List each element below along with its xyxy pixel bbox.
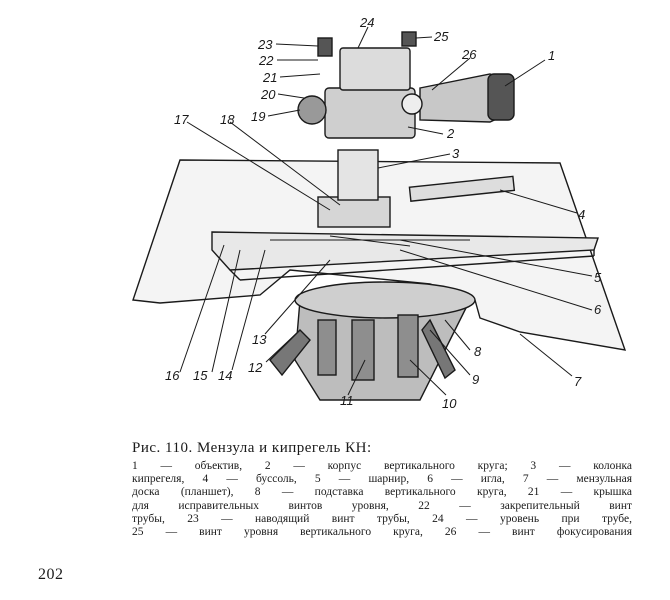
ruler [211, 231, 599, 271]
column [337, 149, 379, 201]
legend-line: доска (планшет), 8 — подставка вертикаль… [132, 486, 632, 499]
legend-line: трубы, 23 — наводящий винт трубы, 24 — у… [132, 512, 632, 525]
figure-label-25: 25 [433, 29, 449, 44]
figure-label-26: 26 [461, 47, 477, 62]
legend-line: для исправительных винтов уровня, 22 — з… [132, 499, 632, 512]
figure-label-17: 17 [174, 112, 189, 127]
figure-label-18: 18 [220, 112, 235, 127]
figure-caption-title: Рис. 110. Мензула и кипрегель КН: [132, 440, 372, 456]
figure-label-20: 20 [260, 87, 276, 102]
figure-label-8: 8 [474, 344, 482, 359]
figure-label-19: 19 [251, 109, 265, 124]
telescope-housing [324, 87, 416, 139]
page-number: 202 [38, 566, 64, 583]
figure-drawing: 1 2 3 4 5 6 7 8 9 10 11 12 13 14 15 16 1… [132, 15, 627, 411]
figure-label-15: 15 [193, 368, 208, 383]
figure-label-11: 11 [340, 393, 354, 408]
figure-label-6: 6 [594, 302, 602, 317]
figure-label-23: 23 [257, 37, 273, 52]
figure-label-16: 16 [165, 368, 180, 383]
figure-label-1: 1 [548, 48, 555, 63]
figure-label-22: 22 [258, 53, 274, 68]
figure-label-24: 24 [359, 15, 374, 30]
legend-line: кипрегеля, 4 — буссоль, 5 — шарнир, 6 — … [132, 473, 632, 486]
figure-label-2: 2 [446, 126, 455, 141]
kipregel-figure: 1 2 3 4 5 6 7 8 9 10 11 12 13 14 15 16 1… [132, 15, 627, 411]
figure-label-3: 3 [452, 146, 460, 161]
figure-label-4: 4 [578, 207, 585, 222]
figure-legend: 1 — объектив, 2 — корпус вертикального к… [132, 460, 632, 539]
figure-label-13: 13 [252, 332, 267, 347]
knob-23 [317, 37, 333, 57]
figure-label-9: 9 [472, 372, 479, 387]
figure-label-14: 14 [218, 368, 232, 383]
figure-label-7: 7 [574, 374, 582, 389]
knob-25 [401, 31, 417, 47]
figure-label-5: 5 [594, 270, 602, 285]
compass-box [408, 175, 516, 202]
figure-label-21: 21 [262, 70, 277, 85]
eyepiece [297, 95, 327, 125]
legend-line: 25 — винт уровня вертикального круга, 26… [132, 526, 632, 539]
figure-label-12: 12 [248, 360, 263, 375]
legend-line: 1 — объектив, 2 — корпус вертикального к… [132, 460, 632, 472]
figure-label-10: 10 [442, 396, 457, 411]
column-base [317, 196, 391, 228]
